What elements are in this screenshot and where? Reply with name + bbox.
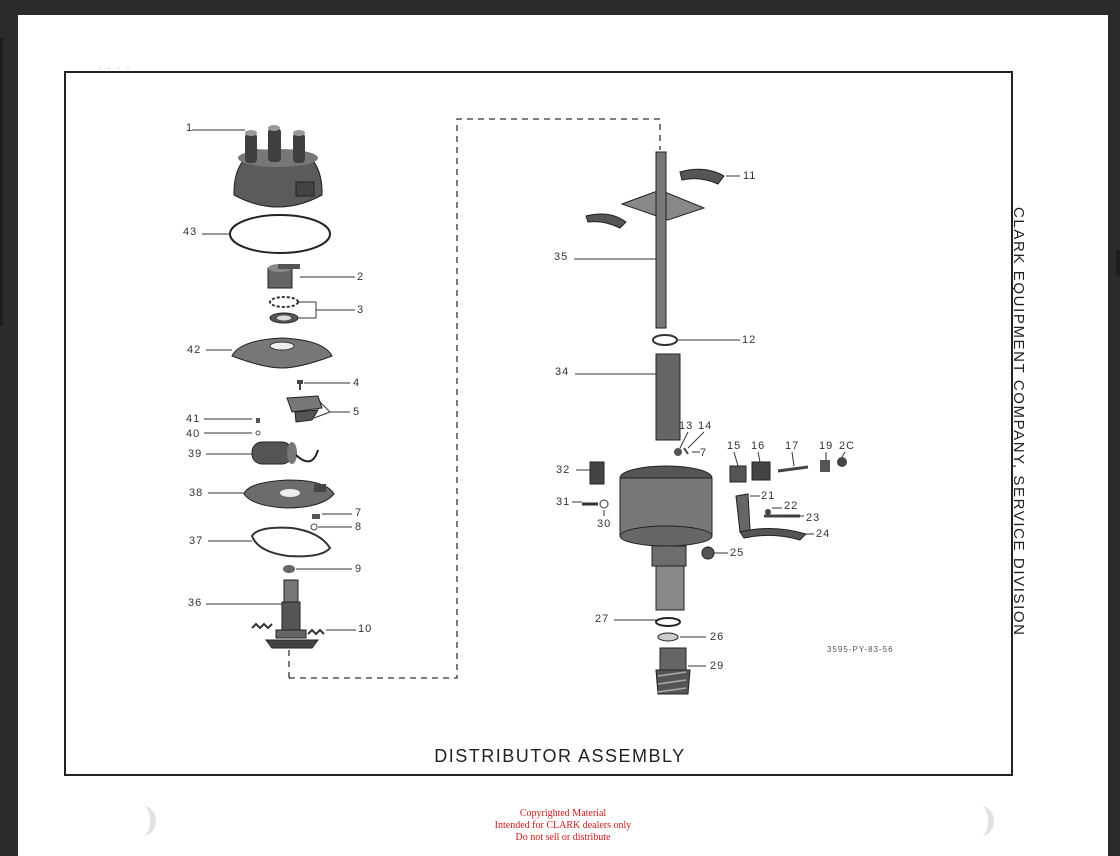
thrust-washer — [652, 334, 678, 346]
dust-shield — [231, 337, 333, 369]
condenser — [251, 441, 319, 465]
terminal-stud-17 — [777, 465, 809, 473]
bracket-21 — [735, 493, 751, 533]
figure-caption: DISTRIBUTOR ASSEMBLY — [434, 746, 686, 766]
contact-screw — [297, 380, 303, 390]
callout-3: 3 — [357, 304, 365, 316]
copyright-line-3: Do not sell or distribute — [515, 832, 611, 843]
distributor-cap — [233, 125, 323, 208]
callout-40: 40 — [186, 428, 201, 440]
viewer-left-edge — [0, 38, 3, 326]
main-shaft — [655, 151, 667, 329]
callout-27: 27 — [595, 613, 610, 625]
callout-11: 11 — [743, 170, 757, 182]
callout-26: 26 — [710, 631, 725, 643]
page-curl-right — [968, 806, 994, 836]
document-page — [18, 15, 1108, 856]
callout-13: 13 — [679, 420, 694, 432]
callout-14: 14 — [698, 420, 713, 432]
copyright-line-1: Copyrighted Material — [519, 808, 607, 819]
callout-2: 2 — [357, 271, 365, 283]
washer-30 — [599, 499, 609, 509]
callout-8: 8 — [355, 521, 363, 533]
callout-1: 1 — [186, 122, 194, 134]
spring-left — [251, 622, 273, 630]
washer-19 — [820, 460, 830, 472]
callout-15: 15 — [727, 440, 742, 452]
bushing — [655, 353, 681, 441]
callout-35: 35 — [554, 251, 569, 263]
callout-34: 34 — [555, 366, 570, 378]
breaker-plate — [243, 479, 335, 509]
drawing-code: 3595-PY-83-56 — [827, 645, 894, 654]
callout-37: 37 — [189, 535, 204, 547]
callout-42: 42 — [187, 344, 202, 356]
housing-shaft — [265, 579, 319, 649]
advance-weights — [585, 168, 725, 229]
terminal-block-16 — [751, 461, 771, 481]
viewer-top-bar — [0, 0, 1120, 15]
breaker-points — [286, 395, 323, 423]
callout-41: 41 — [186, 413, 201, 425]
callout-25: 25 — [730, 547, 745, 559]
spring-right — [307, 628, 325, 636]
callout-36: 36 — [188, 597, 203, 609]
pin-14 — [683, 447, 689, 455]
viewer-right-tab — [1116, 250, 1120, 276]
callout-43: 43 — [183, 226, 198, 238]
callout-19: 19 — [819, 440, 834, 452]
side-heading: CLARK EQUIPMENT COMPANY, SERVICE DIVISIO… — [1010, 207, 1027, 637]
oiler-cap — [283, 565, 295, 573]
callout-16: 16 — [751, 440, 766, 452]
dashed-connector — [289, 118, 661, 679]
callout-23: 23 — [806, 512, 821, 524]
page-frame — [64, 71, 1013, 776]
screw-41 — [256, 418, 260, 423]
drive-gear — [655, 647, 691, 695]
screw-7 — [312, 514, 320, 519]
callout-38: 38 — [189, 487, 204, 499]
copyright-line-2: Intended for CLARK dealers only — [494, 820, 632, 831]
callout-31: 31 — [556, 496, 571, 508]
rotor — [267, 264, 300, 289]
callout-29: 29 — [710, 660, 725, 672]
callout-10: 10 — [358, 623, 373, 635]
callout-7: 7 — [355, 507, 363, 519]
callout-22: 22 — [784, 500, 799, 512]
distributor-body — [619, 465, 713, 611]
felt-washer — [269, 296, 299, 308]
washer-8 — [310, 523, 318, 531]
washer-26 — [657, 632, 679, 642]
callout-20: 2C — [839, 440, 856, 452]
nut-20 — [837, 457, 847, 467]
washer-40 — [255, 430, 261, 436]
washer-27 — [655, 617, 681, 627]
callout-12: 12 — [742, 334, 757, 346]
callout-4: 4 — [353, 377, 361, 389]
callout-7-body: 7 — [700, 447, 708, 459]
clamp-24 — [739, 527, 807, 541]
callout-32: 32 — [556, 464, 571, 476]
callout-30: 30 — [597, 518, 612, 530]
margin-mark: · · · · — [98, 63, 132, 73]
screw-22 — [765, 509, 771, 515]
callout-39: 39 — [188, 448, 203, 460]
oiler-25 — [701, 546, 715, 560]
leader-lines — [192, 129, 846, 667]
callout-17: 17 — [785, 440, 800, 452]
cover-32 — [589, 461, 605, 485]
callout-5: 5 — [353, 406, 361, 418]
page-curl-left — [130, 806, 156, 836]
cap-gasket — [229, 214, 331, 254]
pin-13 — [674, 448, 682, 456]
plate-gasket — [250, 526, 332, 558]
callout-9: 9 — [355, 563, 363, 575]
terminal-block-15 — [729, 465, 747, 483]
callout-24: 24 — [816, 528, 831, 540]
callout-21: 21 — [761, 490, 776, 502]
copyright-notice: Copyrighted Material Intended for CLARK … — [470, 808, 656, 844]
